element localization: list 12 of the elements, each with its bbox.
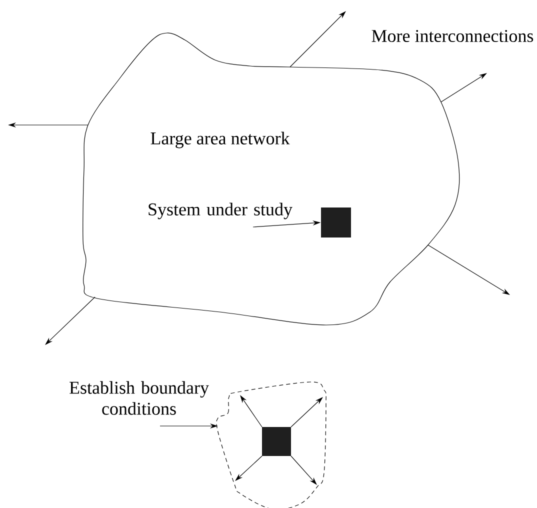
- system-square: [262, 427, 291, 456]
- arrow: [45, 296, 96, 345]
- arrow: [235, 456, 262, 481]
- arrow: [290, 456, 317, 485]
- arrow: [290, 11, 346, 68]
- arrow: [290, 397, 323, 428]
- system-square: [321, 208, 351, 238]
- region-label: Large area network: [150, 132, 290, 148]
- annotation-text: System under study: [148, 202, 292, 220]
- boundary-outline: [216, 382, 326, 508]
- annotation-text: More interconnections: [372, 30, 534, 42]
- annotation-text: Establish boundary conditions: [70, 381, 209, 415]
